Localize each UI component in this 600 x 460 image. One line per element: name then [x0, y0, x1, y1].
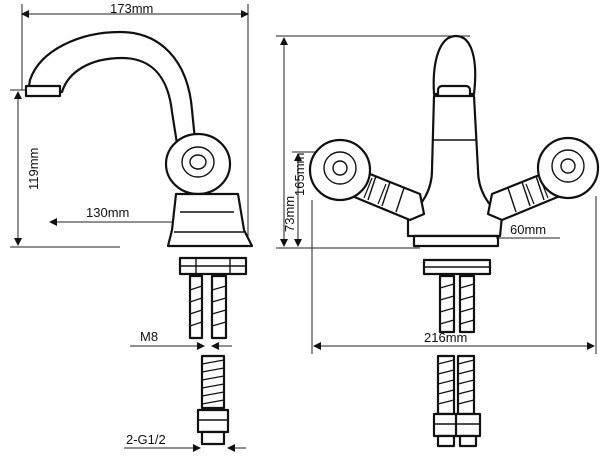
- side-threaded-rods: [188, 274, 228, 340]
- label-216mm: 216mm: [424, 330, 467, 345]
- dim-height-73: 73mm: [282, 151, 320, 247]
- front-right-handle: [486, 136, 600, 222]
- label-119mm: 119mm: [26, 148, 41, 190]
- side-handle-knob: [164, 132, 232, 196]
- front-base-plate: [412, 234, 500, 248]
- label-60mm: 60mm: [510, 222, 546, 237]
- front-view: 165mm 73mm: [276, 34, 600, 448]
- label-2-g1-2: 2-G1/2: [126, 432, 166, 447]
- label-173mm: 173mm: [110, 1, 153, 16]
- dim-width-173: 173mm: [21, 1, 249, 240]
- dim-reach-130: 130mm: [49, 205, 193, 226]
- dim-span-216: 216mm: [311, 196, 597, 354]
- label-m8: M8: [140, 329, 158, 344]
- front-right-knob: [536, 136, 600, 200]
- side-body: [166, 192, 254, 248]
- front-left-handle: [308, 138, 426, 222]
- side-spout: [26, 30, 198, 152]
- dim-base-60: 60mm: [496, 222, 560, 239]
- dim-connector: 2-G1/2: [124, 432, 246, 452]
- side-handle-center: [181, 146, 215, 178]
- front-hose-nut-left: [432, 412, 460, 438]
- label-73mm: 73mm: [282, 196, 297, 232]
- label-165mm: 165mm: [292, 153, 307, 196]
- front-left-knob: [308, 138, 372, 202]
- front-body: [406, 94, 504, 238]
- front-flex-hoses: [432, 354, 482, 448]
- side-hose-nut: [196, 408, 230, 434]
- dim-thread-m8: M8: [130, 329, 232, 350]
- side-spout-tip: [24, 84, 62, 98]
- side-flex-hose: [196, 354, 230, 446]
- label-130mm: 130mm: [86, 205, 129, 220]
- dim-height-119: 119mm: [10, 89, 120, 248]
- front-hose-nut-right: [454, 412, 482, 438]
- front-spout: [432, 34, 477, 96]
- side-view: 173mm 119mm 130mm: [10, 1, 254, 452]
- front-threaded-rods: [438, 274, 476, 334]
